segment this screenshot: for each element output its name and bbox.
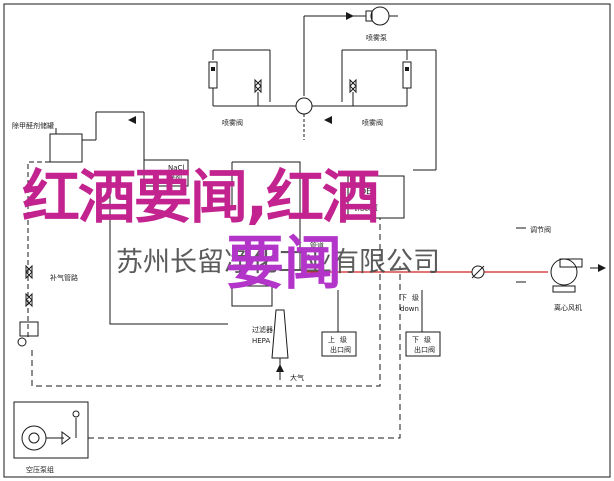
top-pump-label: 喷雾泵 (366, 33, 387, 42)
atm-label: 大气 (290, 373, 304, 382)
right-top-tag: 调节阀 (530, 225, 551, 234)
compressor-frame (13, 401, 89, 459)
right-valve-label: 喷雾阀 (362, 118, 383, 127)
valve-box-sub2: 出口阀 (414, 345, 435, 354)
nacl-sub-label: 除剂 (168, 173, 182, 182)
center-block (231, 285, 273, 307)
dashed-process-line (109, 186, 228, 325)
tank-label: 除甲醛剂储罐 (12, 121, 54, 130)
down-valve-box (405, 331, 441, 357)
left-lower-valve-icon (25, 292, 33, 308)
center-pump-icon (295, 97, 313, 115)
down-valve-sub: 级 (412, 293, 419, 302)
de-box (347, 175, 405, 219)
nacl-label: NaCl (168, 164, 184, 172)
filter-tag: 过滤器 (252, 325, 273, 334)
left-flowmeter-icon (208, 61, 218, 89)
right-top-valve-icon (349, 78, 357, 106)
left-solenoid-valve-icon (17, 321, 39, 347)
fan-icon (550, 258, 583, 293)
dashed-lower-loop (31, 210, 381, 387)
dashed-bottom-loop (88, 266, 401, 439)
left-top-valve-icon (254, 78, 262, 106)
arrow-left-icon (324, 116, 332, 124)
valve-box-sub: 级 (424, 335, 431, 344)
compressor-label: 空压泵组 (26, 465, 54, 474)
arrow-right-icon (346, 12, 354, 20)
up-valve-label: 上 (328, 335, 335, 344)
top-pump-icon (365, 6, 398, 26)
down-valve-sub2: down (400, 305, 419, 313)
left-check-valve-icon (25, 264, 33, 280)
filter-sub-label: HEPA (252, 337, 270, 345)
diagram-border (3, 3, 611, 478)
de-sub-label: 气化装置 (350, 203, 378, 212)
arrow-right-icon (598, 264, 606, 272)
compressor-icon (21, 410, 80, 451)
de-label: DE (360, 187, 371, 196)
left-valve-label: 喷雾阀 (222, 118, 243, 127)
tank-icon (49, 128, 83, 163)
mid-tag: 管道 (310, 241, 324, 250)
valve-box-label: 下 (412, 336, 419, 344)
up-valve-box (321, 331, 357, 357)
down-valve-label: 下 (400, 294, 407, 302)
up-valve-sub2: 出口阀 (330, 345, 351, 354)
fan-label: 离心风机 (554, 303, 582, 312)
up-valve-sub: 级 (340, 335, 347, 344)
mid-damper-icon (471, 265, 485, 279)
arrow-up-icon (276, 364, 284, 372)
main-line (232, 161, 301, 270)
arrow-left-icon (128, 116, 136, 124)
filter-cone-icon (271, 309, 289, 359)
dashed-return-line (27, 161, 50, 340)
right-flowmeter-icon (402, 61, 412, 89)
air-inlet-label: 补气管路 (50, 273, 78, 282)
nacl-box (143, 159, 189, 187)
